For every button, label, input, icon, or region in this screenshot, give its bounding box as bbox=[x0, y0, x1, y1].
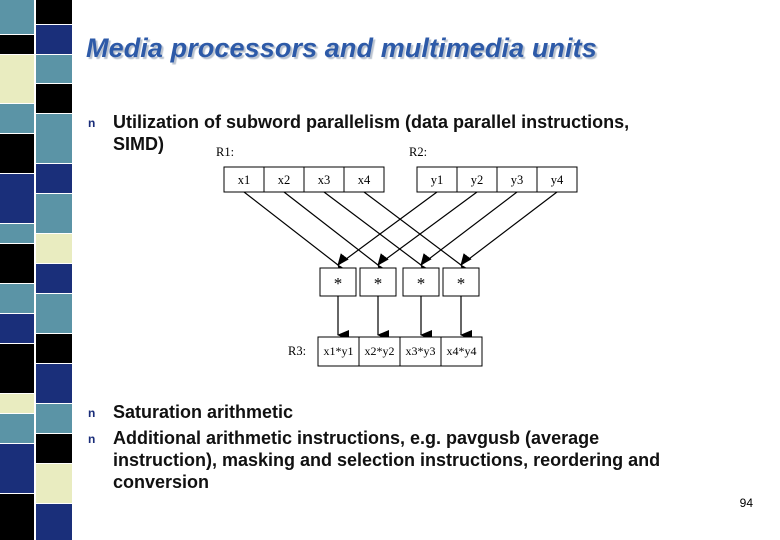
multiplier-1-symbol: * bbox=[334, 274, 343, 293]
stripe-block bbox=[0, 35, 34, 54]
stripe-block bbox=[36, 464, 72, 503]
stripe-block bbox=[36, 55, 72, 83]
stripe-block bbox=[0, 344, 34, 393]
r1-cell-1-label: x1 bbox=[238, 173, 251, 187]
multipliers: * * * * bbox=[319, 267, 480, 297]
arrow-y3 bbox=[420, 191, 518, 277]
bullet-3-line-1: Additional arithmetic instructions, e.g.… bbox=[113, 428, 600, 448]
r1-cell-3 bbox=[303, 166, 345, 193]
r1-cell-1 bbox=[223, 166, 265, 193]
bullet-2-line-1: Saturation arithmetic bbox=[113, 402, 294, 422]
stripe-block bbox=[36, 504, 72, 540]
decorative-stripe bbox=[0, 0, 72, 540]
r3-cell-3 bbox=[399, 336, 442, 367]
r2-cell-3-label: y3 bbox=[511, 173, 524, 187]
page-number: 94 bbox=[739, 496, 753, 510]
bullet-1-line-2: SIMD) bbox=[113, 134, 164, 154]
stripe-block bbox=[0, 104, 34, 133]
arrow-x3 bbox=[323, 191, 432, 266]
bullet-1-line-1: Utilization of subword parallelism (data… bbox=[113, 112, 630, 132]
stripe-block bbox=[0, 0, 34, 34]
arrow-x1 bbox=[243, 191, 349, 266]
r1-register: x1 x2 x3 x4 bbox=[223, 166, 385, 193]
arrow-y4 bbox=[460, 191, 558, 277]
r3-cell-3-label: x3*y3 bbox=[406, 344, 436, 358]
r3-cell-1-label: x1*y1 bbox=[324, 344, 354, 358]
r1-label: R1: bbox=[216, 145, 234, 159]
stripe-block bbox=[36, 434, 72, 463]
r1-cell-3-label: x3 bbox=[318, 173, 331, 187]
stripe-block bbox=[36, 404, 72, 433]
r3-register: x1*y1 x2*y2 x3*y3 x4*y4 bbox=[317, 336, 483, 367]
r2-cell-2-label: y2 bbox=[471, 173, 484, 187]
r3-cell-2 bbox=[358, 336, 401, 367]
stripe-block bbox=[0, 444, 34, 493]
operand-arrows bbox=[243, 191, 558, 277]
stripe-block bbox=[36, 0, 72, 24]
r2-cell-1-label: y1 bbox=[431, 173, 444, 187]
stripe-block bbox=[0, 224, 34, 243]
r2-register: y1 y2 y3 y4 bbox=[416, 166, 578, 193]
multiplier-3-symbol: * bbox=[417, 274, 426, 293]
bullet-3-line-2: instruction), masking and selection inst… bbox=[113, 450, 661, 470]
stripe-block bbox=[0, 494, 34, 540]
multiplier-4-symbol: * bbox=[457, 274, 466, 293]
stripe-block bbox=[0, 314, 34, 343]
bullet-text-2: Saturation arithmetic bbox=[113, 401, 293, 423]
slide-title: Media processors and multimedia units bbox=[86, 33, 597, 63]
bullet-text-1: Utilization of subword parallelism (data… bbox=[113, 111, 629, 155]
r1-cell-4-label: x4 bbox=[358, 173, 371, 187]
bullet-marker: n bbox=[88, 406, 96, 420]
stripe-block bbox=[36, 294, 72, 333]
stripe-block bbox=[0, 134, 34, 173]
stripe-block bbox=[0, 414, 34, 443]
stripe-block bbox=[36, 194, 72, 233]
stripe-block bbox=[36, 114, 72, 163]
stripe-block bbox=[36, 25, 72, 54]
stripe-block bbox=[0, 55, 34, 103]
r2-cell-1 bbox=[416, 166, 458, 193]
multiplier-2-symbol: * bbox=[374, 274, 383, 293]
stripe-block bbox=[0, 394, 34, 413]
r1-cell-4 bbox=[343, 166, 385, 193]
result-arrows bbox=[337, 296, 472, 340]
multiplier-3 bbox=[402, 267, 440, 297]
stripe-block bbox=[36, 84, 72, 113]
multiplier-4 bbox=[442, 267, 480, 297]
stripe-block bbox=[0, 174, 34, 223]
r2-label: R2: bbox=[409, 145, 427, 159]
stripe-block bbox=[0, 244, 34, 283]
stripe-block bbox=[36, 234, 72, 263]
stripe-block bbox=[0, 284, 34, 313]
arrow-y1 bbox=[337, 191, 438, 277]
stripe-block bbox=[36, 264, 72, 293]
r3-cell-4-label: x4*y4 bbox=[447, 344, 477, 358]
stripe-block bbox=[36, 164, 72, 193]
bullet-text-3: Additional arithmetic instructions, e.g.… bbox=[113, 427, 660, 493]
stripe-block bbox=[36, 364, 72, 403]
r3-cell-4 bbox=[440, 336, 483, 367]
arrow-y2 bbox=[377, 191, 478, 277]
r1-cell-2-label: x2 bbox=[278, 173, 291, 187]
r3-label: R3: bbox=[288, 344, 306, 358]
r3-cell-2-label: x2*y2 bbox=[365, 344, 395, 358]
stripe-block bbox=[36, 334, 72, 363]
bullet-3-line-3: conversion bbox=[113, 472, 210, 492]
r2-cell-4-label: y4 bbox=[551, 173, 564, 187]
r3-cell-1 bbox=[317, 336, 360, 367]
arrow-x2 bbox=[283, 191, 389, 266]
bullet-marker: n bbox=[88, 116, 96, 130]
arrow-x4 bbox=[363, 191, 472, 266]
bullet-marker: n bbox=[88, 432, 96, 446]
